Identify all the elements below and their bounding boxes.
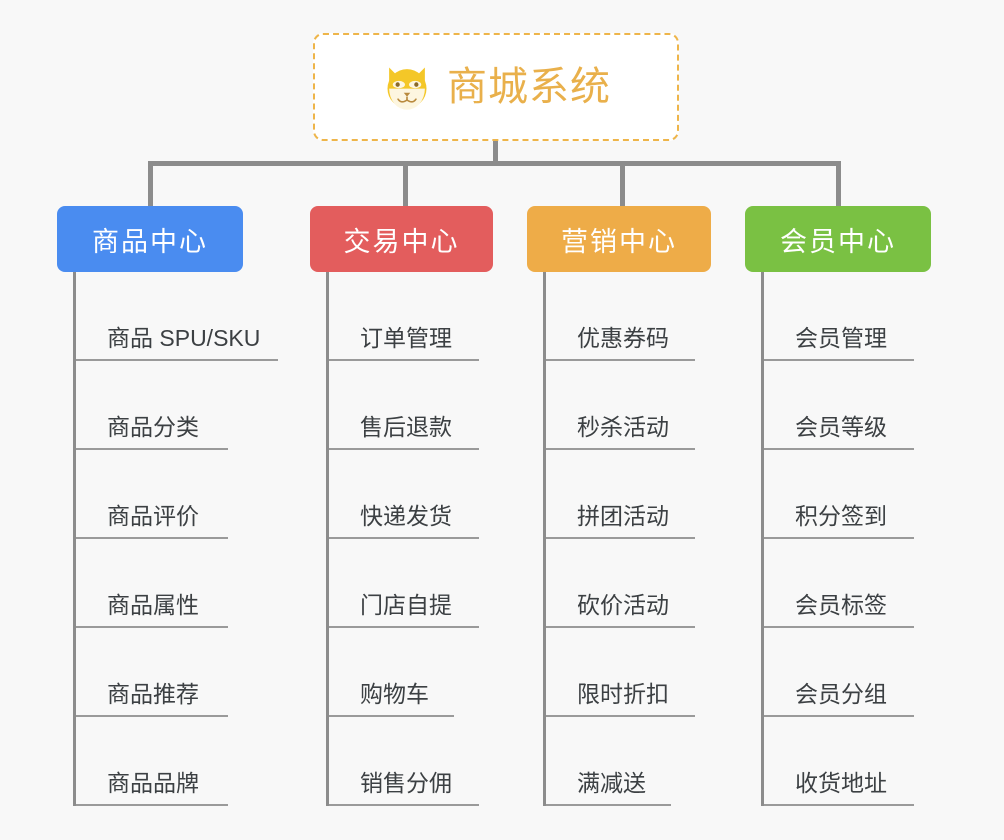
leaf-item[interactable]: 会员标签	[761, 539, 914, 628]
leaf-item[interactable]: 积分签到	[761, 450, 914, 539]
connector-drop-4	[836, 161, 841, 207]
leaf-item[interactable]: 快递发货	[326, 450, 479, 539]
root-title: 商城系统	[447, 65, 611, 109]
leaf-item[interactable]: 商品分类	[73, 361, 260, 450]
leaf-item-label: 积分签到	[795, 503, 887, 529]
leaf-item[interactable]: 会员等级	[761, 361, 914, 450]
category-box-2[interactable]: 交易中心	[310, 206, 493, 272]
leaf-item[interactable]: 拼团活动	[543, 450, 695, 539]
leaf-item-rule	[543, 448, 695, 450]
leaf-list-4: 会员管理会员等级积分签到会员标签会员分组收货地址	[761, 272, 914, 806]
leaf-item-label: 购物车	[360, 681, 429, 707]
leaf-item-rule	[761, 804, 914, 806]
leaf-item-label: 订单管理	[360, 325, 452, 351]
leaf-item-rule	[73, 715, 228, 717]
leaf-item-rule	[73, 804, 228, 806]
leaf-item-rule	[543, 715, 695, 717]
leaf-item-label: 砍价活动	[577, 592, 669, 618]
leaf-item-rule	[326, 626, 479, 628]
leaf-item-rule	[761, 448, 914, 450]
leaf-item-rule	[543, 626, 695, 628]
leaf-item-rule	[73, 448, 228, 450]
connector-drop-2	[403, 161, 408, 207]
connector-root-stem	[493, 141, 498, 165]
leaf-item[interactable]: 商品推荐	[73, 628, 260, 717]
leaf-item-label: 门店自提	[360, 592, 452, 618]
leaf-item-label: 商品 SPU/SKU	[107, 325, 261, 351]
leaf-item-label: 商品推荐	[107, 681, 199, 707]
leaf-item-label: 会员管理	[795, 325, 887, 351]
connector-drop-3	[620, 161, 625, 207]
shiba-dog-face-icon	[381, 61, 433, 113]
leaf-list-3: 优惠券码秒杀活动拼团活动砍价活动限时折扣满减送	[543, 272, 695, 806]
leaf-item-rule	[543, 359, 695, 361]
connector-horizontal-bar	[148, 161, 841, 166]
leaf-item-label: 商品评价	[107, 503, 199, 529]
leaf-item[interactable]: 订单管理	[326, 272, 479, 361]
leaf-item[interactable]: 限时折扣	[543, 628, 695, 717]
leaf-item-label: 销售分佣	[360, 770, 452, 796]
leaf-item-label: 会员等级	[795, 414, 887, 440]
leaf-item-rule	[326, 804, 479, 806]
category-box-1[interactable]: 商品中心	[57, 206, 243, 272]
leaf-item-rule	[326, 715, 454, 717]
leaf-item-label: 快递发货	[360, 503, 452, 529]
leaf-item-rule	[326, 359, 479, 361]
leaf-item-rule	[73, 537, 228, 539]
branch-spine-1	[73, 272, 76, 806]
leaf-item-rule	[543, 537, 695, 539]
leaf-item[interactable]: 销售分佣	[326, 717, 479, 806]
leaf-item-label: 拼团活动	[577, 503, 669, 529]
leaf-item[interactable]: 会员管理	[761, 272, 914, 361]
category-box-3[interactable]: 营销中心	[527, 206, 711, 272]
leaf-item-rule	[543, 804, 671, 806]
category-box-4[interactable]: 会员中心	[745, 206, 931, 272]
leaf-item-label: 会员分组	[795, 681, 887, 707]
leaf-item-rule	[761, 626, 914, 628]
leaf-item[interactable]: 门店自提	[326, 539, 479, 628]
leaf-item[interactable]: 售后退款	[326, 361, 479, 450]
leaf-item[interactable]: 商品属性	[73, 539, 260, 628]
leaf-list-2: 订单管理售后退款快递发货门店自提购物车销售分佣	[326, 272, 479, 806]
leaf-item-label: 优惠券码	[577, 325, 669, 351]
leaf-item[interactable]: 会员分组	[761, 628, 914, 717]
leaf-item-rule	[761, 359, 914, 361]
connector-drop-1	[148, 161, 153, 207]
leaf-item[interactable]: 满减送	[543, 717, 671, 806]
leaf-item[interactable]: 商品 SPU/SKU	[73, 272, 278, 361]
branch-column-3: 营销中心优惠券码秒杀活动拼团活动砍价活动限时折扣满减送	[527, 206, 711, 806]
leaf-item-label: 收货地址	[795, 770, 887, 796]
leaf-item[interactable]: 购物车	[326, 628, 454, 717]
leaf-item-label: 商品品牌	[107, 770, 199, 796]
leaf-item-label: 商品属性	[107, 592, 199, 618]
branch-column-4: 会员中心会员管理会员等级积分签到会员标签会员分组收货地址	[745, 206, 931, 806]
leaf-item-label: 满减送	[577, 770, 646, 796]
leaf-item[interactable]: 秒杀活动	[543, 361, 695, 450]
leaf-item[interactable]: 商品品牌	[73, 717, 260, 806]
leaf-item-rule	[326, 537, 479, 539]
root-node[interactable]: 商城系统	[313, 33, 679, 141]
leaf-item-label: 会员标签	[795, 592, 887, 618]
leaf-item-label: 限时折扣	[577, 681, 669, 707]
leaf-item-rule	[326, 448, 479, 450]
leaf-item-rule	[761, 537, 914, 539]
branch-spine-3	[543, 272, 546, 806]
leaf-item[interactable]: 收货地址	[761, 717, 914, 806]
leaf-list-1: 商品 SPU/SKU 商品分类商品评价商品属性商品推荐商品品牌	[73, 272, 278, 806]
branch-column-2: 交易中心订单管理售后退款快递发货门店自提购物车销售分佣	[310, 206, 493, 806]
leaf-item-label: 秒杀活动	[577, 414, 669, 440]
leaf-item[interactable]: 优惠券码	[543, 272, 695, 361]
leaf-item-rule	[73, 626, 228, 628]
leaf-item-rule	[761, 715, 914, 717]
branch-spine-2	[326, 272, 329, 806]
leaf-item-rule	[73, 359, 278, 361]
branch-spine-4	[761, 272, 764, 806]
leaf-item[interactable]: 商品评价	[73, 450, 260, 539]
leaf-item-label: 商品分类	[107, 414, 199, 440]
leaf-item[interactable]: 砍价活动	[543, 539, 695, 628]
branch-column-1: 商品中心商品 SPU/SKU 商品分类商品评价商品属性商品推荐商品品牌	[57, 206, 278, 806]
leaf-item-label: 售后退款	[360, 414, 452, 440]
